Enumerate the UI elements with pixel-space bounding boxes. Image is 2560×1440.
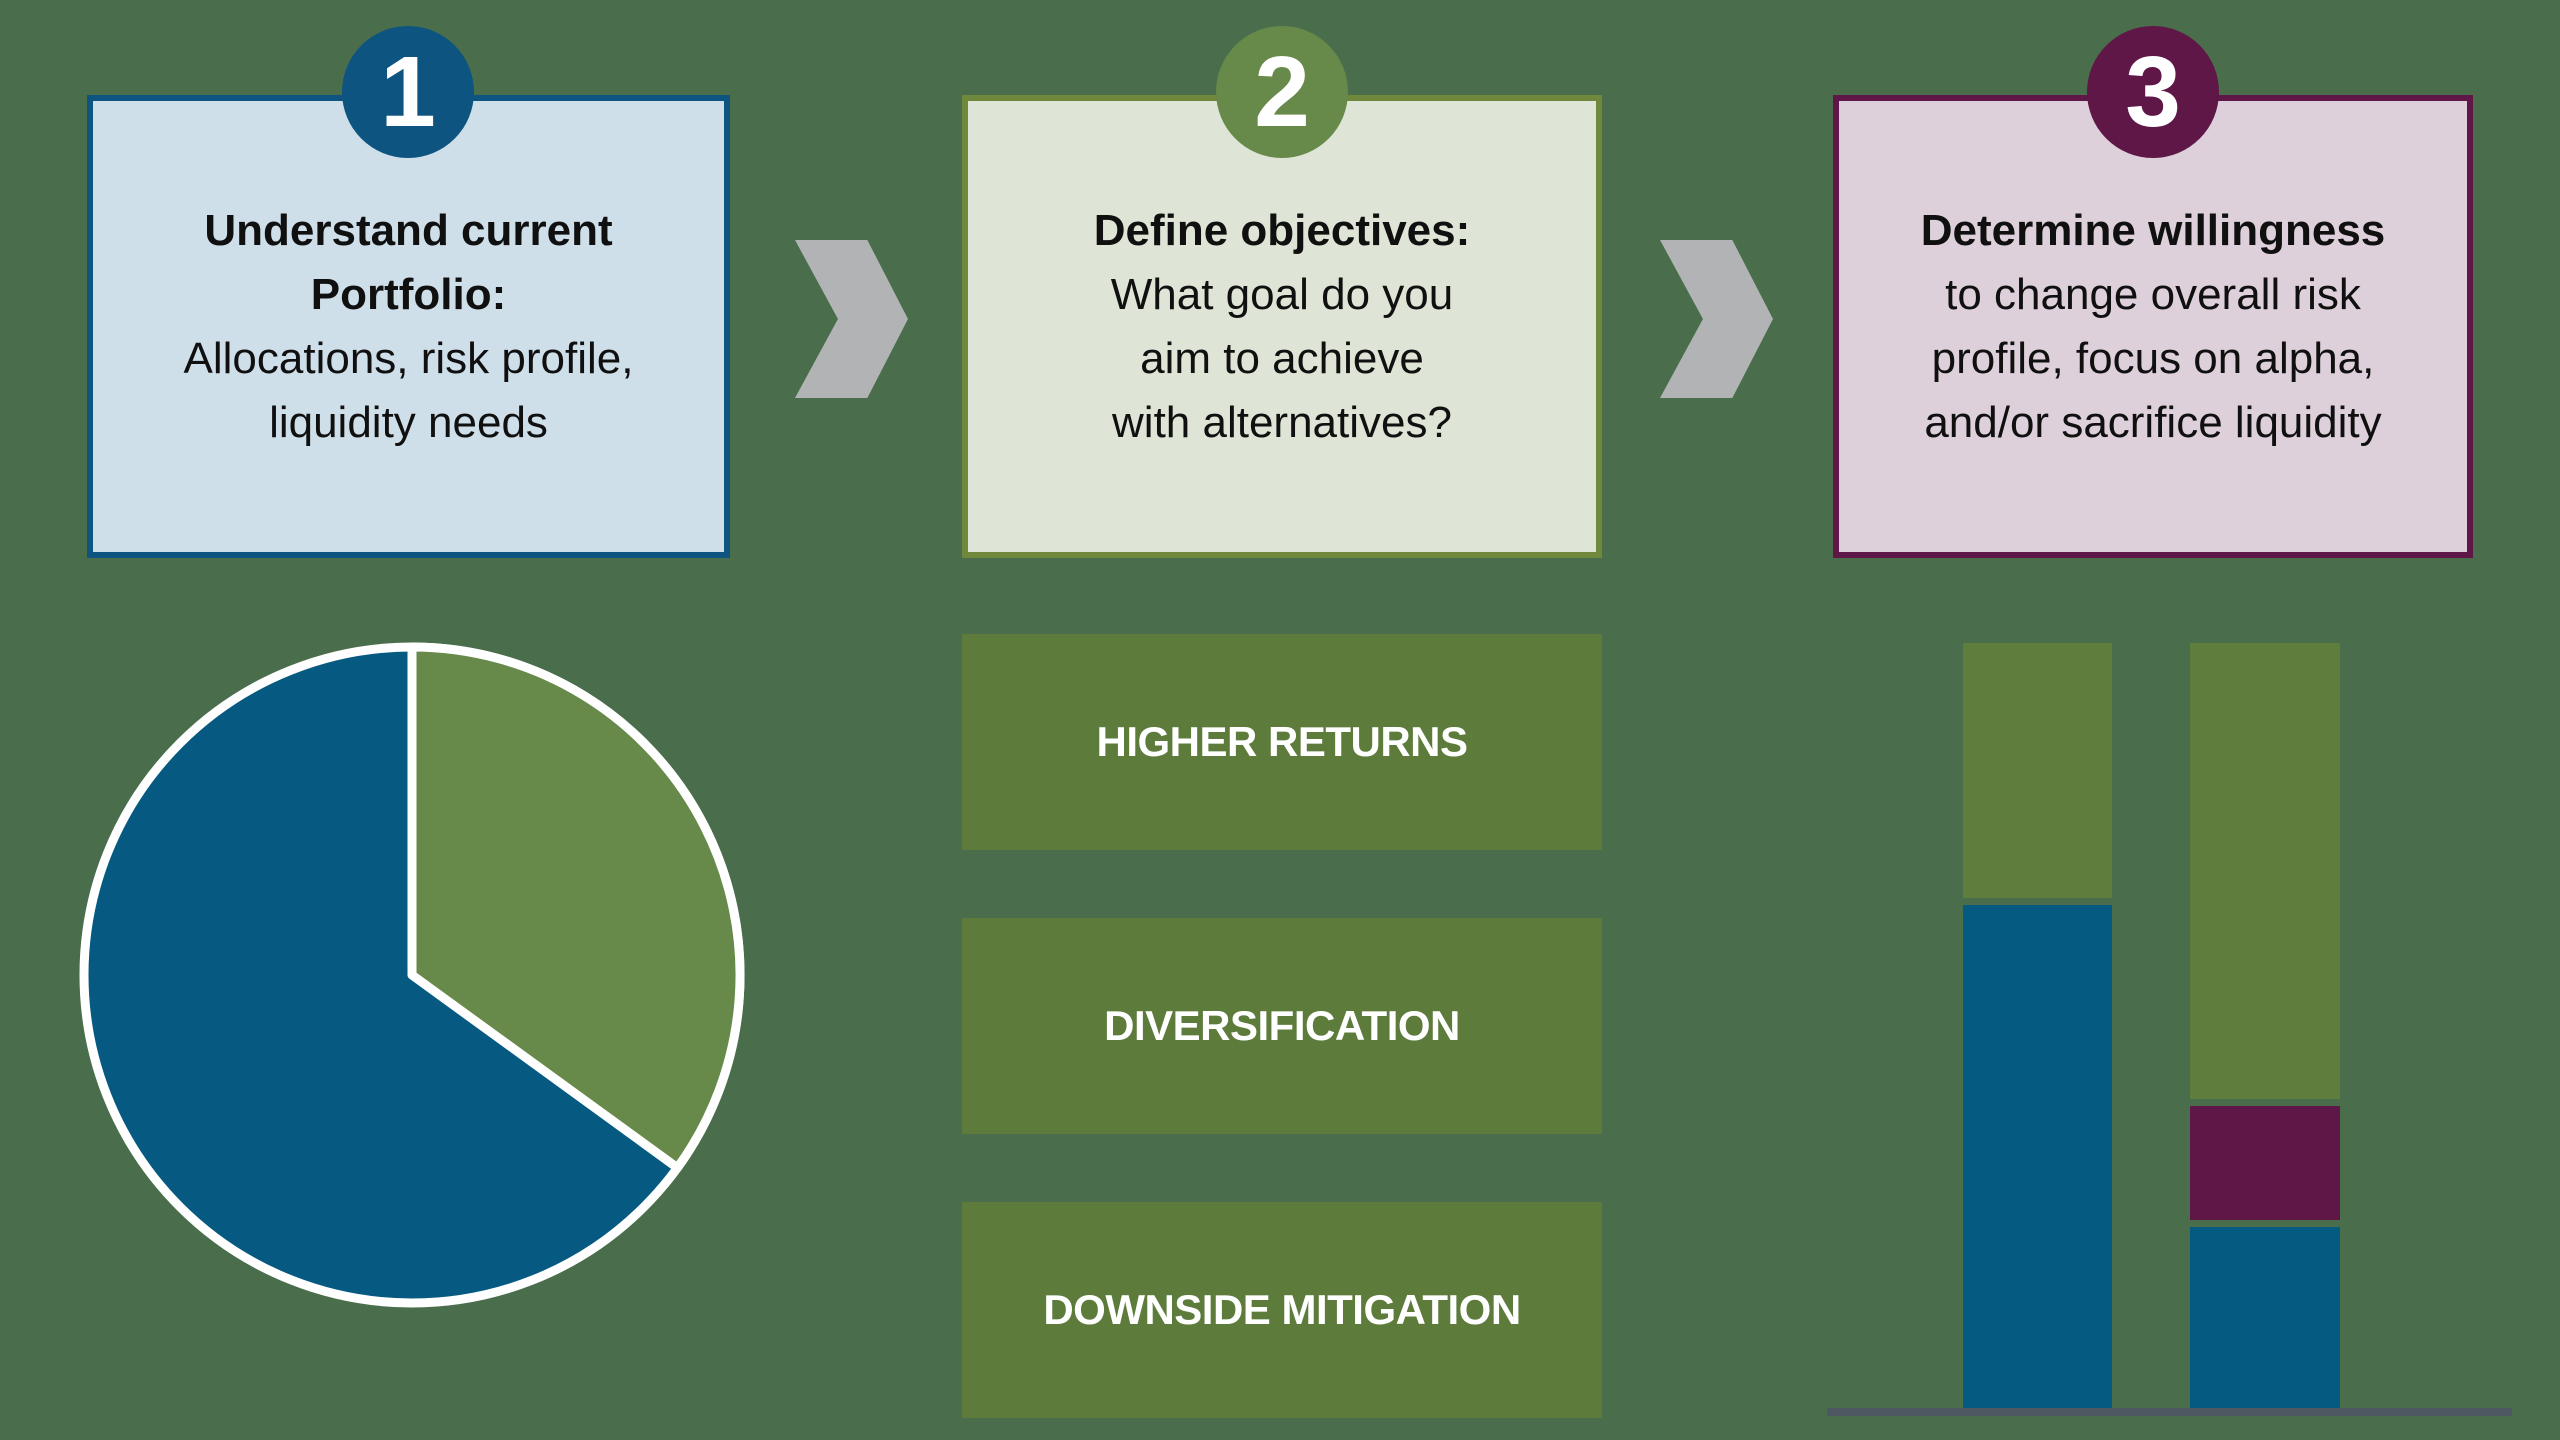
box-text-line: profile, focus on alpha, (1931, 333, 2375, 383)
step2-number-badge: 2 (1216, 26, 1348, 158)
step2-box: Define objectives: What goal do you aim to… (962, 95, 1602, 558)
objective-button[interactable]: HIGHER RETURNS (962, 634, 1602, 850)
chevron-right-icon (795, 240, 908, 398)
objectives-button-list: HIGHER RETURNS DIVERSIFICATION DOWNSIDE MI… (962, 634, 1602, 1418)
bar-segment-maroon (2190, 1106, 2340, 1220)
step3-box: Determine willingness to change overall r… (1833, 95, 2473, 558)
box-text-line: What goal do you (1110, 269, 1454, 319)
objective-button[interactable]: DIVERSIFICATION (962, 918, 1602, 1134)
box-text-line: with alternatives? (1112, 397, 1452, 447)
objective-button-label: DOWNSIDE MITIGATION (1043, 1286, 1521, 1333)
step1-number: 1 (380, 36, 436, 148)
box-text-line: Portfolio: (310, 269, 507, 319)
chevron-right-icon (1660, 240, 1773, 398)
bar-segment-green (2190, 643, 2340, 1099)
portfolio-pie-chart (75, 638, 749, 1312)
objective-button-label: DIVERSIFICATION (1104, 1002, 1460, 1049)
box-text-line: Determine willingness (1920, 205, 2386, 255)
step2-text: Define objectives: What goal do you aim to… (968, 199, 1596, 455)
box-text-line: to change overall risk (1945, 269, 2361, 319)
bar-chart-baseline (1827, 1408, 2512, 1416)
objective-button[interactable]: DOWNSIDE MITIGATION (962, 1202, 1602, 1418)
box-text-line: Understand current (204, 205, 613, 255)
step3-number-badge: 3 (2087, 26, 2219, 158)
step3-number: 3 (2125, 36, 2181, 148)
box-text-line: Allocations, risk profile, (183, 333, 634, 383)
step3-text: Determine willingness to change overall r… (1839, 199, 2467, 455)
bar-segment-blue (2190, 1227, 2340, 1408)
step2-number: 2 (1254, 36, 1310, 148)
box-text-line: and/or sacrifice liquidity (1924, 397, 2382, 447)
box-text-line: Define objectives: (1093, 205, 1471, 255)
stacked-bar (2190, 643, 2340, 1408)
stacked-bar (1963, 643, 2112, 1408)
bar-segment-green (1963, 643, 2112, 898)
box-text-line: aim to achieve (1140, 333, 1424, 383)
pie-chart-svg (79, 642, 745, 1308)
bar-segment-blue (1963, 905, 2112, 1408)
step1-number-badge: 1 (342, 26, 474, 158)
objective-button-label: HIGHER RETURNS (1096, 718, 1468, 765)
box-text-line: liquidity needs (269, 397, 548, 447)
